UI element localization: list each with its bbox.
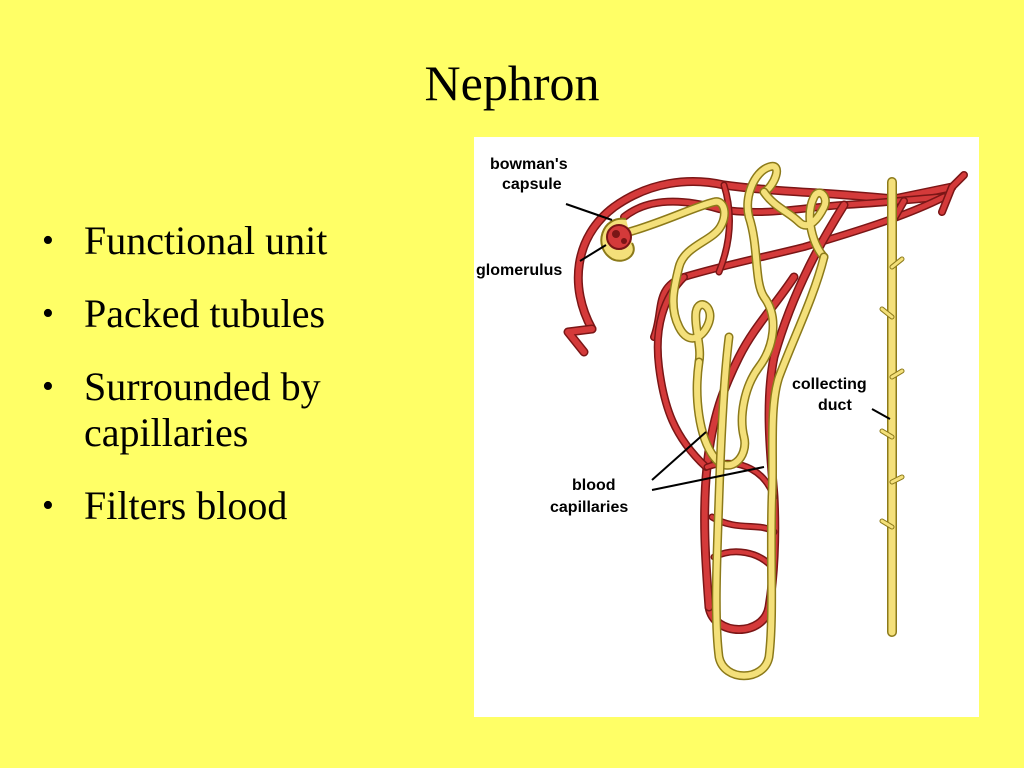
collecting-duct-tube xyxy=(882,182,902,632)
bullet-text: Filters blood xyxy=(84,483,288,528)
bowmans-capsule-label-line2: capsule xyxy=(502,176,562,193)
bullet-text: capillaries xyxy=(84,410,249,455)
bowmans-capsule-label-line1: bowman's xyxy=(490,156,568,173)
bullet-item: • Filters blood xyxy=(40,483,420,529)
bullet-text: Surrounded by xyxy=(84,364,321,409)
bullet-text: Packed tubules xyxy=(84,291,326,336)
blood-capillaries-label-line2: capillaries xyxy=(550,499,628,516)
bullet-item: • Packed tubules xyxy=(40,291,420,337)
collecting-duct-label-line2: duct xyxy=(818,397,852,414)
bullet-icon: • xyxy=(42,295,54,332)
glomerulus-label: glomerulus xyxy=(476,262,562,279)
collecting-duct-leader xyxy=(871,408,891,420)
bullet-icon: • xyxy=(42,368,54,405)
glomerulus-leader xyxy=(579,244,607,262)
nephron-diagram: bowman's capsule glomerulus collecting d… xyxy=(476,156,979,717)
slide-title: Nephron xyxy=(424,55,600,111)
bullet-icon: • xyxy=(42,222,54,259)
collecting-duct-label-line1: collecting xyxy=(792,376,867,393)
bullet-list: • Functional unit • Packed tubules • Sur… xyxy=(40,218,420,556)
bullet-item: • Functional unit xyxy=(40,218,420,264)
bowmans-capsule-shape xyxy=(600,217,635,262)
bullet-icon: • xyxy=(42,487,54,524)
blood-capillaries-leader-2 xyxy=(651,466,765,491)
bowmans-capsule-leader xyxy=(565,203,613,221)
bullet-text: Functional unit xyxy=(84,218,328,263)
bullet-item: • Surrounded by capillaries xyxy=(40,364,420,456)
blood-capillaries-label-line1: blood xyxy=(572,477,616,494)
blood-capillaries-leader-1 xyxy=(651,431,707,481)
nephron-diagram-panel: bowman's capsule glomerulus collecting d… xyxy=(474,137,979,717)
